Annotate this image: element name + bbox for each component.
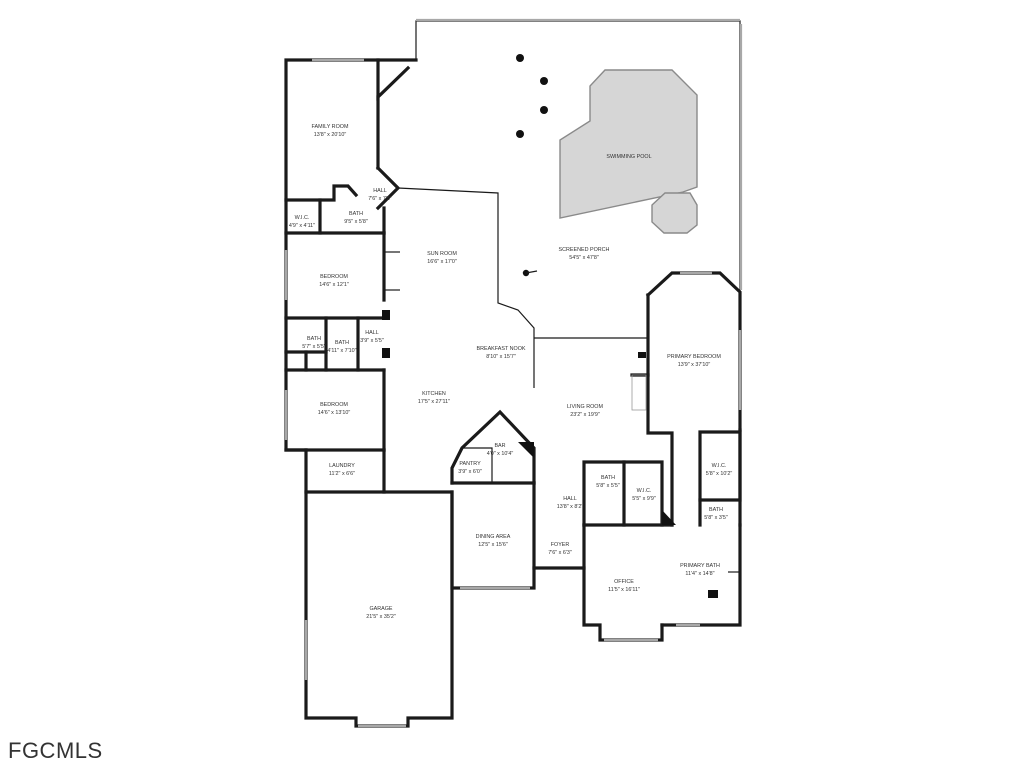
office-size: 11'5" x 16'11" (608, 587, 640, 593)
screened-porch-name: SCREENED PORCH (559, 247, 610, 253)
living-room-name: LIVING ROOM (567, 404, 603, 410)
foyer-size: 7'6" x 6'3" (548, 550, 572, 556)
primary-bath-size: 11'4" x 14'8" (685, 571, 714, 577)
hall-mid-name: HALL (365, 330, 379, 336)
bedroom-1-size: 14'6" x 12'1" (319, 282, 349, 288)
dining-area-size: 12'5" x 15'6" (478, 542, 508, 548)
bath-small-2-size: 4'11" x 7'10" (327, 348, 356, 354)
bath-right-name: BATH (709, 507, 723, 513)
windows (284, 58, 742, 728)
breakfast-nook-name: BREAKFAST NOOK (476, 346, 525, 352)
hall-top-size: 7'6" x 7'5" (368, 196, 392, 202)
wic-center-name: W.I.C. (637, 488, 652, 494)
pantry-size: 3'9" x 6'0" (458, 469, 482, 475)
screened-porch-outline (415, 18, 743, 292)
laundry-size: 11'2" x 6'6" (329, 471, 355, 477)
porch-fixtures (516, 54, 548, 277)
bath-top-name: BATH (349, 211, 363, 217)
primary-bedroom-size: 13'9" x 37'10" (678, 362, 711, 368)
swimming-pool (559, 69, 698, 234)
living-room-size: 23'2" x 19'9" (570, 412, 600, 418)
sun-room-size: 16'6" x 17'0" (427, 259, 457, 265)
bath-top-size: 9'5" x 5'8" (344, 219, 368, 225)
garage-size: 21'5" x 35'2" (366, 614, 396, 620)
primary-bath-name: PRIMARY BATH (680, 563, 720, 569)
sun-room-name: SUN ROOM (427, 251, 457, 257)
wic-right-name: W.I.C. (712, 463, 727, 469)
wic-center-size: 5'5" x 9'9" (632, 496, 656, 502)
wic-left-size: 4'9" x 4'11" (289, 223, 315, 229)
bath-small-2-name: BATH (335, 340, 349, 346)
laundry-name: LAUNDRY (329, 463, 355, 469)
fgcmls-watermark: FGCMLS (8, 738, 103, 763)
foyer-name: FOYER (551, 542, 570, 548)
bedroom-2-size: 14'6" x 13'10" (318, 410, 351, 416)
dining-area-name: DINING AREA (476, 534, 511, 540)
bar-size: 4'0" x 10'4" (487, 451, 514, 457)
hall-mid-size: 3'9" x 5'5" (360, 338, 384, 344)
swimming-pool-name: SWIMMING POOL (606, 154, 651, 160)
family-room-name: FAMILY ROOM (312, 124, 349, 130)
light-fixture-icon (540, 106, 548, 114)
office-name: OFFICE (614, 579, 634, 585)
kitchen-name: KITCHEN (422, 391, 446, 397)
breakfast-nook-size: 8'10" x 15'7" (486, 354, 516, 360)
hall-top-name: HALL (373, 188, 387, 194)
hall-lower-size: 13'8" x 8'2" (557, 504, 584, 510)
bath-small-1-name: BATH (307, 336, 321, 342)
room-labels: FAMILY ROOM 13'8" x 20'10" HALL 7'6" x 7… (289, 124, 732, 620)
bedroom-2-name: BEDROOM (320, 402, 348, 408)
light-fixture-icon (540, 77, 548, 85)
wic-left-name: W.I.C. (295, 215, 310, 221)
primary-bedroom-name: PRIMARY BEDROOM (667, 354, 721, 360)
bath-right-size: 5'8" x 3'5" (704, 515, 728, 521)
bath-hall-name: BATH (601, 475, 615, 481)
kitchen-size: 17'5" x 27'11" (418, 399, 450, 405)
pantry-name: PANTRY (459, 461, 481, 467)
wic-right-size: 5'8" x 10'2" (706, 471, 733, 477)
bath-hall-size: 5'8" x 5'5" (596, 483, 620, 489)
bar-name: BAR (494, 443, 505, 449)
light-fixture-icon (516, 54, 524, 62)
hall-lower-name: HALL (563, 496, 577, 502)
family-room-size: 13'8" x 20'10" (314, 132, 347, 138)
screened-porch-size: 54'5" x 47'8" (569, 255, 599, 261)
bath-small-1-size: 5'7" x 5'5" (302, 344, 326, 350)
interior-walls (284, 184, 742, 598)
light-fixture-icon (516, 130, 524, 138)
bedroom-1-name: BEDROOM (320, 274, 348, 280)
garage-name: GARAGE (369, 606, 392, 612)
